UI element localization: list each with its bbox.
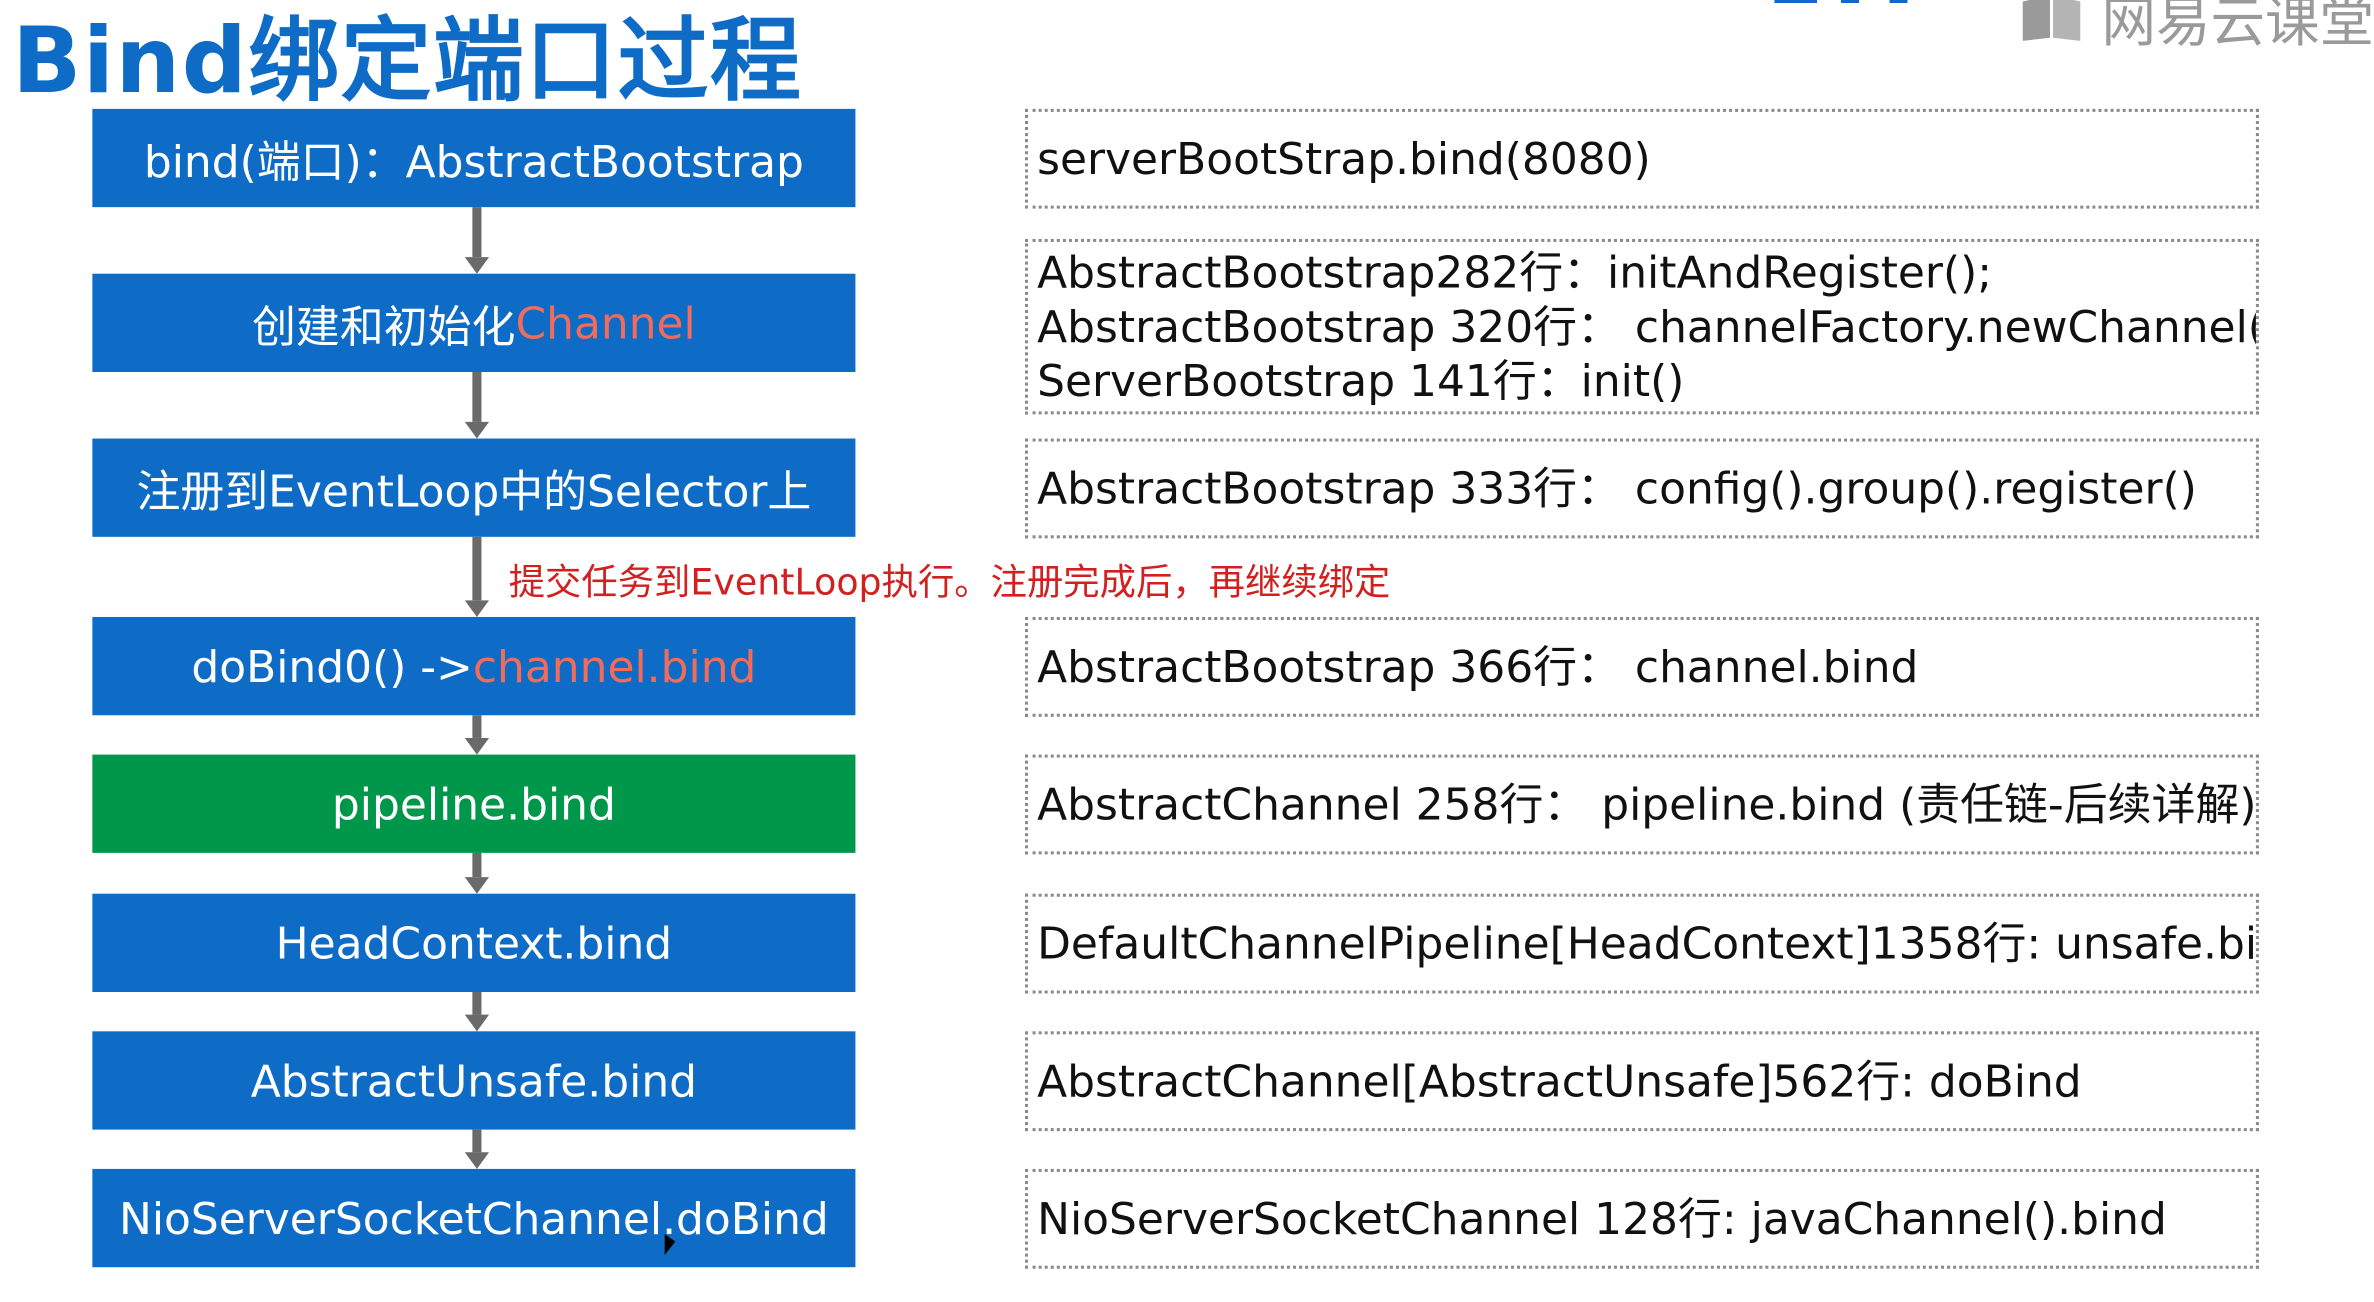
step-highlight: Channel: [515, 297, 696, 349]
mouse-cursor-icon: [664, 1233, 676, 1256]
step-label: AbstractUnsafe.bind: [250, 1054, 698, 1107]
step-label: bind(端口)：AbstractBootstrap: [143, 135, 804, 187]
code-reference-line: NioServerSocketChannel 128行: javaChannel…: [1037, 1193, 2167, 1245]
code-reference-line: AbstractBootstrap 333行： config().group()…: [1037, 462, 2197, 515]
code-reference-box: AbstractBootstrap282行：initAndRegister();…: [1024, 238, 2259, 415]
flow-arrow: [464, 991, 490, 1032]
code-reference-box: DefaultChannelPipeline[HeadContext]1358行…: [1024, 893, 2259, 994]
async-note: 提交任务到EventLoop执行。注册完成后，再继续绑定: [508, 561, 1391, 604]
step-abstractunsafe-bind: AbstractUnsafe.bind: [92, 1031, 856, 1130]
step-label: doBind0() ->: [191, 640, 473, 692]
step-label: 创建和初始化: [252, 300, 516, 352]
brand-logo: 网易云课堂: [2020, 0, 2374, 54]
step-label: pipeline.bind: [331, 778, 616, 830]
flow-arrow: [464, 852, 490, 894]
flow-arrow: [464, 207, 490, 274]
flow-arrow: [464, 715, 490, 755]
step-dobind0: doBind0() -> channel.bind: [92, 616, 856, 716]
code-reference-line: AbstractChannel 258行： pipeline.bind (责任链…: [1037, 778, 2257, 831]
code-reference-line: AbstractBootstrap282行：initAndRegister();: [1037, 246, 1993, 298]
flow-arrow: [464, 371, 490, 439]
step-nioserversocketchannel-dobind: NioServerSocketChannel.doBind: [92, 1168, 856, 1268]
code-reference-line: serverBootStrap.bind(8080): [1037, 133, 1651, 185]
slide-title: Bind绑定端口过程: [12, 9, 803, 115]
step-pipeline-bind: pipeline.bind: [92, 754, 856, 853]
flow-arrow: [464, 536, 490, 617]
step-label: NioServerSocketChannel.doBind: [118, 1192, 829, 1244]
flow-arrow: [464, 1129, 490, 1169]
code-reference-line: AbstractBootstrap 366行： channel.bind: [1037, 641, 1919, 693]
brand-name: 网易云课堂: [2101, 0, 2374, 55]
cropped-header-mark: [1774, 0, 1932, 4]
book-icon: [2020, 0, 2084, 44]
code-reference-box: AbstractChannel[AbstractUnsafe]562行: doB…: [1024, 1031, 2259, 1132]
code-reference-box: NioServerSocketChannel 128行: javaChannel…: [1024, 1168, 2259, 1269]
code-reference-line: DefaultChannelPipeline[HeadContext]1358行…: [1037, 917, 2259, 970]
step-label: 注册到EventLoop中的Selector上: [136, 464, 812, 517]
code-reference-box: serverBootStrap.bind(8080): [1024, 108, 2259, 209]
step-label: HeadContext.bind: [275, 917, 673, 969]
step-headcontext-bind: HeadContext.bind: [92, 893, 856, 992]
code-reference-box: AbstractBootstrap 333行： config().group()…: [1024, 438, 2259, 539]
step-register-selector: 注册到EventLoop中的Selector上: [92, 438, 856, 537]
code-reference-box: AbstractChannel 258行： pipeline.bind (责任链…: [1024, 754, 2259, 855]
code-reference-box: AbstractBootstrap 366行： channel.bind: [1024, 616, 2259, 717]
step-highlight: channel.bind: [472, 640, 757, 692]
code-reference-line: AbstractBootstrap 320行： channelFactory.n…: [1037, 300, 2259, 353]
step-bind-port: bind(端口)：AbstractBootstrap: [92, 108, 856, 208]
code-reference-line: ServerBootstrap 141行：init(): [1037, 355, 1685, 407]
code-reference-line: AbstractChannel[AbstractUnsafe]562行: doB…: [1037, 1055, 2082, 1107]
